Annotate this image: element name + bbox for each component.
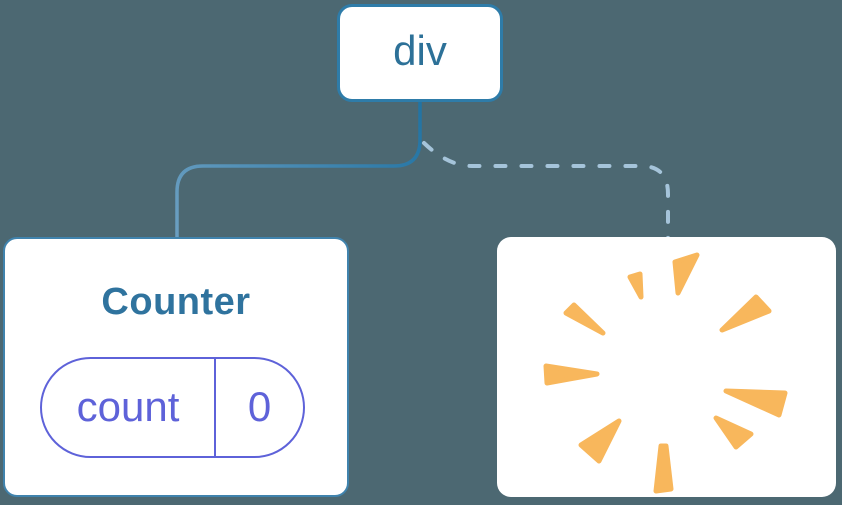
node-div: div <box>337 4 503 102</box>
poof-icon <box>543 252 788 494</box>
node-counter: Counter count 0 <box>3 237 349 497</box>
counter-title: Counter <box>101 281 251 323</box>
edge-solid <box>175 101 422 240</box>
edge-dashed <box>422 141 670 240</box>
state-value: 0 <box>247 382 272 430</box>
state-pill: count 0 <box>40 357 305 458</box>
node-div-label: div <box>393 27 447 74</box>
node-destroyed <box>497 237 836 497</box>
state-key: count <box>42 359 216 456</box>
